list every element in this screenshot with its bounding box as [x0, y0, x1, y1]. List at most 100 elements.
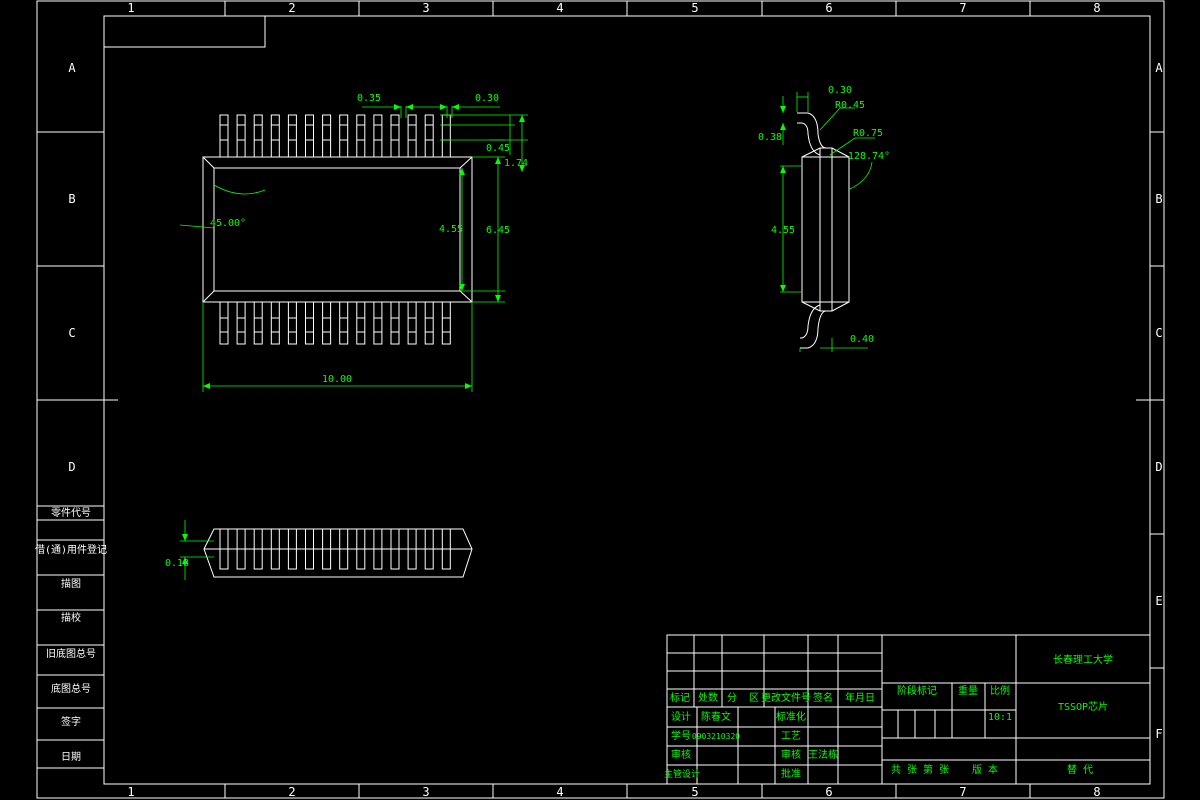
university-name: 长春理工大学	[1053, 653, 1113, 666]
side-view-dimension-lines	[780, 92, 875, 352]
dim-overall-width: 10.00	[322, 374, 352, 385]
traced-label: 描图	[61, 577, 81, 590]
side-view	[797, 112, 850, 349]
zone-col-5-bottom: 5	[691, 785, 698, 799]
dim-body-height: 4.55	[439, 224, 463, 235]
lead	[219, 114, 229, 158]
lead	[287, 114, 297, 158]
lead	[236, 114, 246, 158]
lead	[441, 528, 451, 570]
lead	[424, 301, 434, 345]
end-view-outline	[203, 528, 473, 578]
lead	[253, 301, 263, 345]
lead	[424, 114, 434, 158]
lead	[407, 114, 417, 158]
dim-side-angle: 128.74°	[848, 151, 890, 162]
sign-label: 签名	[813, 691, 833, 704]
lead	[270, 528, 280, 570]
side-lead-bottom	[800, 310, 827, 349]
lead	[270, 114, 280, 158]
zone-row-d-right: D	[1155, 460, 1162, 474]
zone-col-1-bottom: 1	[127, 785, 134, 799]
lead	[253, 528, 263, 570]
lead	[424, 528, 434, 570]
dim-overall-height: 6.45	[486, 225, 510, 236]
dim-side-thickness: 0.38	[758, 132, 782, 143]
side-lead-top	[797, 112, 827, 149]
standardize-label: 标准化	[776, 710, 806, 723]
student-id: 0903210320	[692, 732, 740, 741]
zone-row-c: C	[68, 326, 75, 340]
end-view-dimension-lines	[180, 520, 214, 580]
top-view	[202, 114, 473, 345]
package-body-inner	[213, 167, 461, 292]
sheets-label: 共 张 第 张	[891, 763, 949, 776]
old-drawing-no-label: 旧底图总号	[46, 647, 96, 660]
version-label: 版 本	[972, 763, 998, 776]
lead	[339, 528, 349, 570]
main-design-label: 主管设计	[664, 768, 700, 780]
dim-top-width: 0.30	[475, 93, 499, 104]
replace-label: 替 代	[1067, 763, 1093, 776]
lead	[373, 528, 383, 570]
zone-col-6: 6	[825, 1, 832, 15]
lead	[373, 114, 383, 158]
dim-bottom-thickness: 0.18	[165, 558, 189, 569]
zone-row-c-right: C	[1155, 326, 1162, 340]
lead	[236, 528, 246, 570]
lead	[236, 301, 246, 345]
zone-label: 分	[727, 692, 737, 704]
side-view-dimension-text: 0.30 R0.45 0.38 R0.75 128.74° 4.55 0.40	[758, 85, 890, 345]
lead	[407, 301, 417, 345]
zone-col-8: 8	[1093, 1, 1100, 15]
lead	[322, 528, 332, 570]
dim-lead-len: 1.74	[504, 158, 528, 169]
side-body-outline	[801, 156, 850, 303]
lead	[339, 301, 349, 345]
stage-mark-label: 阶段标记	[897, 684, 937, 697]
drawing-frame	[36, 0, 1165, 799]
approver-name: 王法栋	[808, 748, 838, 761]
zone-row-b: B	[68, 192, 75, 206]
lead	[373, 301, 383, 345]
ratify-label: 批准	[781, 767, 801, 780]
zone-col-2-bottom: 2	[288, 785, 295, 799]
zone-col-3-bottom: 3	[422, 785, 429, 799]
dim-side-radius-1: R0.45	[835, 100, 865, 111]
ymd-label: 年月日	[845, 691, 875, 704]
lead	[390, 301, 400, 345]
zone-col-4-bottom: 4	[556, 785, 563, 799]
lead	[339, 114, 349, 158]
mark-label: 标记	[670, 692, 690, 704]
trace-checked-label: 描校	[61, 611, 81, 624]
part-code-label: 零件代号	[51, 507, 91, 519]
dim-top-pitch: 0.35	[357, 93, 381, 104]
lead	[305, 114, 314, 158]
end-view-leads	[219, 528, 451, 570]
lead	[407, 528, 417, 570]
top-view-dimension-lines	[179, 104, 528, 392]
zone-labels: 1 2 3 4 5 6 7 8 1 2 3 4 5 6 7 8 A B C D …	[68, 1, 1163, 799]
borrowed-register-label: 借(通)用件登记	[35, 543, 107, 556]
dim-side-foot: 0.40	[850, 334, 874, 345]
zone-col-2: 2	[288, 1, 295, 15]
design-label: 设计	[671, 710, 691, 723]
lead	[322, 301, 332, 345]
count-label: 处数	[698, 691, 718, 704]
base-drawing-no-label: 底图总号	[51, 682, 91, 695]
zone-col-7-bottom: 7	[959, 785, 966, 799]
zone-row-e-right: E	[1155, 594, 1162, 608]
zone-row-a-right: A	[1155, 61, 1163, 75]
approve-label: 审核	[781, 748, 801, 761]
zone-col-8-bottom: 8	[1093, 785, 1100, 799]
lead	[253, 114, 263, 158]
zone-col-3: 3	[422, 1, 429, 15]
zone-row-d: D	[68, 460, 75, 474]
zone-col-7: 7	[959, 1, 966, 15]
zone-row-b-right: B	[1155, 192, 1162, 206]
lead	[390, 528, 400, 570]
dim-chamfer-angle: 45.00°	[210, 218, 246, 229]
lead	[305, 528, 314, 570]
lead	[219, 528, 229, 570]
